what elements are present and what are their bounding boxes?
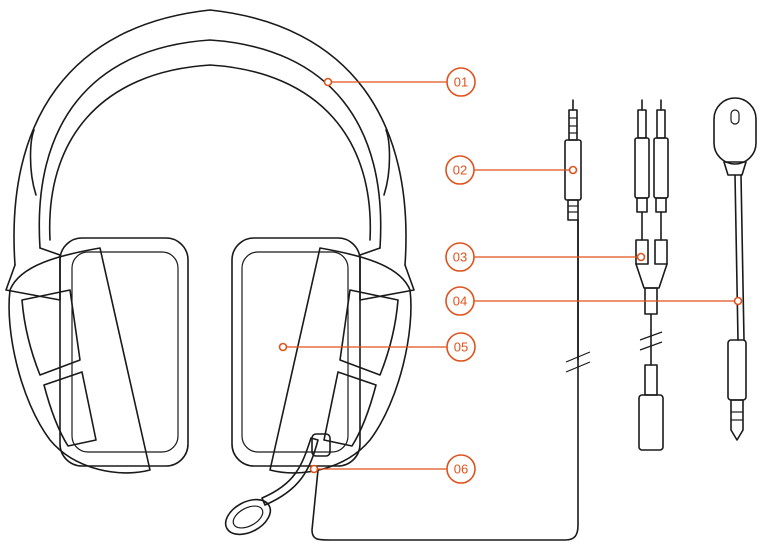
callout-01: 01	[447, 68, 475, 96]
callout-01-label: 01	[454, 75, 468, 90]
mic-capsule	[714, 98, 756, 164]
callout-06: 06	[447, 455, 475, 483]
callout-02: 02	[446, 156, 474, 184]
mic-foam	[220, 492, 276, 541]
callout-04: 04	[446, 287, 474, 315]
callout-leaders	[280, 79, 742, 473]
callout-06-label: 06	[454, 462, 468, 477]
callout-03-label: 03	[453, 250, 467, 265]
splitter-cable	[635, 100, 668, 450]
callout-03: 03	[446, 243, 474, 271]
callout-02-label: 02	[453, 163, 467, 178]
callout-05: 05	[447, 333, 475, 361]
callout-05-label: 05	[454, 340, 468, 355]
single-plug-cable	[565, 100, 590, 372]
detachable-mic	[714, 98, 756, 440]
headset	[6, 10, 578, 542]
headset-cable	[312, 220, 578, 540]
callout-04-label: 04	[453, 294, 467, 309]
